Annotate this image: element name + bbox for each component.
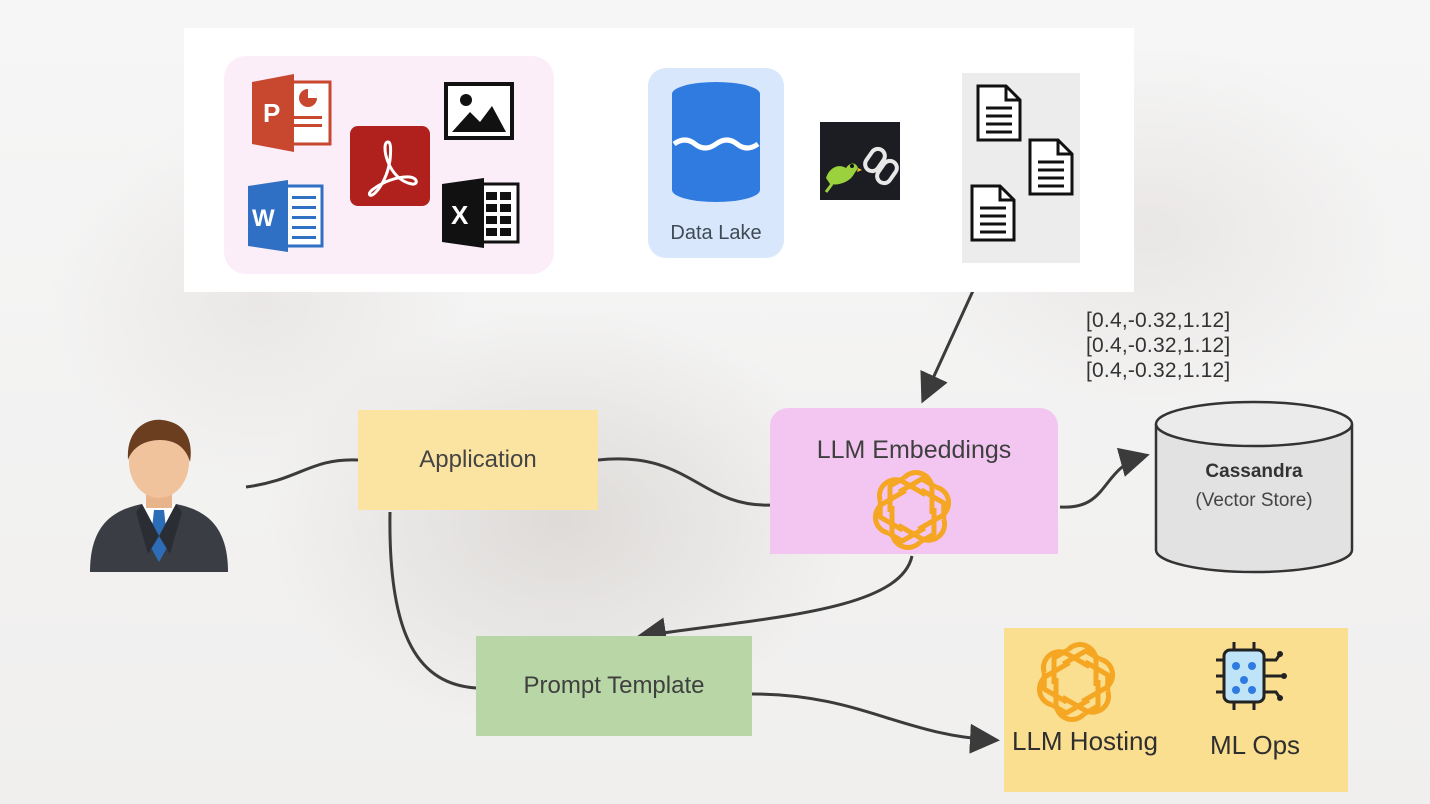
user-avatar-icon — [90, 419, 228, 572]
svg-text:X: X — [451, 200, 469, 230]
cassandra-cylinder-icon — [1154, 400, 1354, 574]
embeddings-to-prompt-arrow — [636, 555, 914, 648]
svg-text:W: W — [252, 205, 275, 232]
ml-ops-label: ML Ops — [1210, 730, 1301, 760]
vector-line-3: [0.4,-0.32,1.12] — [1086, 359, 1231, 382]
prompt-to-hosting-arrow — [751, 692, 1000, 754]
openai-icon — [1036, 642, 1116, 722]
llm-hosting-label: LLM Hosting — [1012, 726, 1158, 756]
cassandra-subtitle: (Vector Store) — [1195, 490, 1313, 511]
user-to-application-line — [245, 458, 359, 489]
svg-text:P: P — [263, 98, 280, 128]
embeddings-to-cassandra-arrow — [1059, 447, 1150, 509]
document-icon-2 — [1028, 138, 1074, 196]
document-icon-3 — [970, 184, 1016, 242]
prompt-template-label: Prompt Template — [523, 672, 705, 699]
ml-ops-chip-icon — [1216, 642, 1287, 710]
application-to-prompt-line — [388, 511, 477, 690]
word-icon: W — [248, 180, 324, 252]
excel-icon: X — [442, 178, 520, 248]
application-node: Application — [358, 410, 598, 510]
database-icon — [672, 82, 760, 202]
application-to-embeddings-line — [597, 457, 773, 507]
document-icon-1 — [976, 84, 1022, 142]
prompt-template-node: Prompt Template — [476, 636, 752, 736]
application-label: Application — [419, 446, 537, 473]
langchain-icon — [820, 122, 900, 200]
powerpoint-icon: P — [252, 74, 332, 152]
image-icon — [444, 82, 514, 140]
llm-embeddings-label: LLM Embeddings — [816, 436, 1012, 464]
data-lake-label: Data Lake — [670, 222, 762, 244]
openai-icon — [872, 470, 952, 550]
vector-line-2: [0.4,-0.32,1.12] — [1086, 334, 1231, 357]
pdf-icon — [350, 126, 430, 206]
cassandra-title: Cassandra — [1205, 461, 1303, 482]
vector-line-1: [0.4,-0.32,1.12] — [1086, 309, 1231, 332]
